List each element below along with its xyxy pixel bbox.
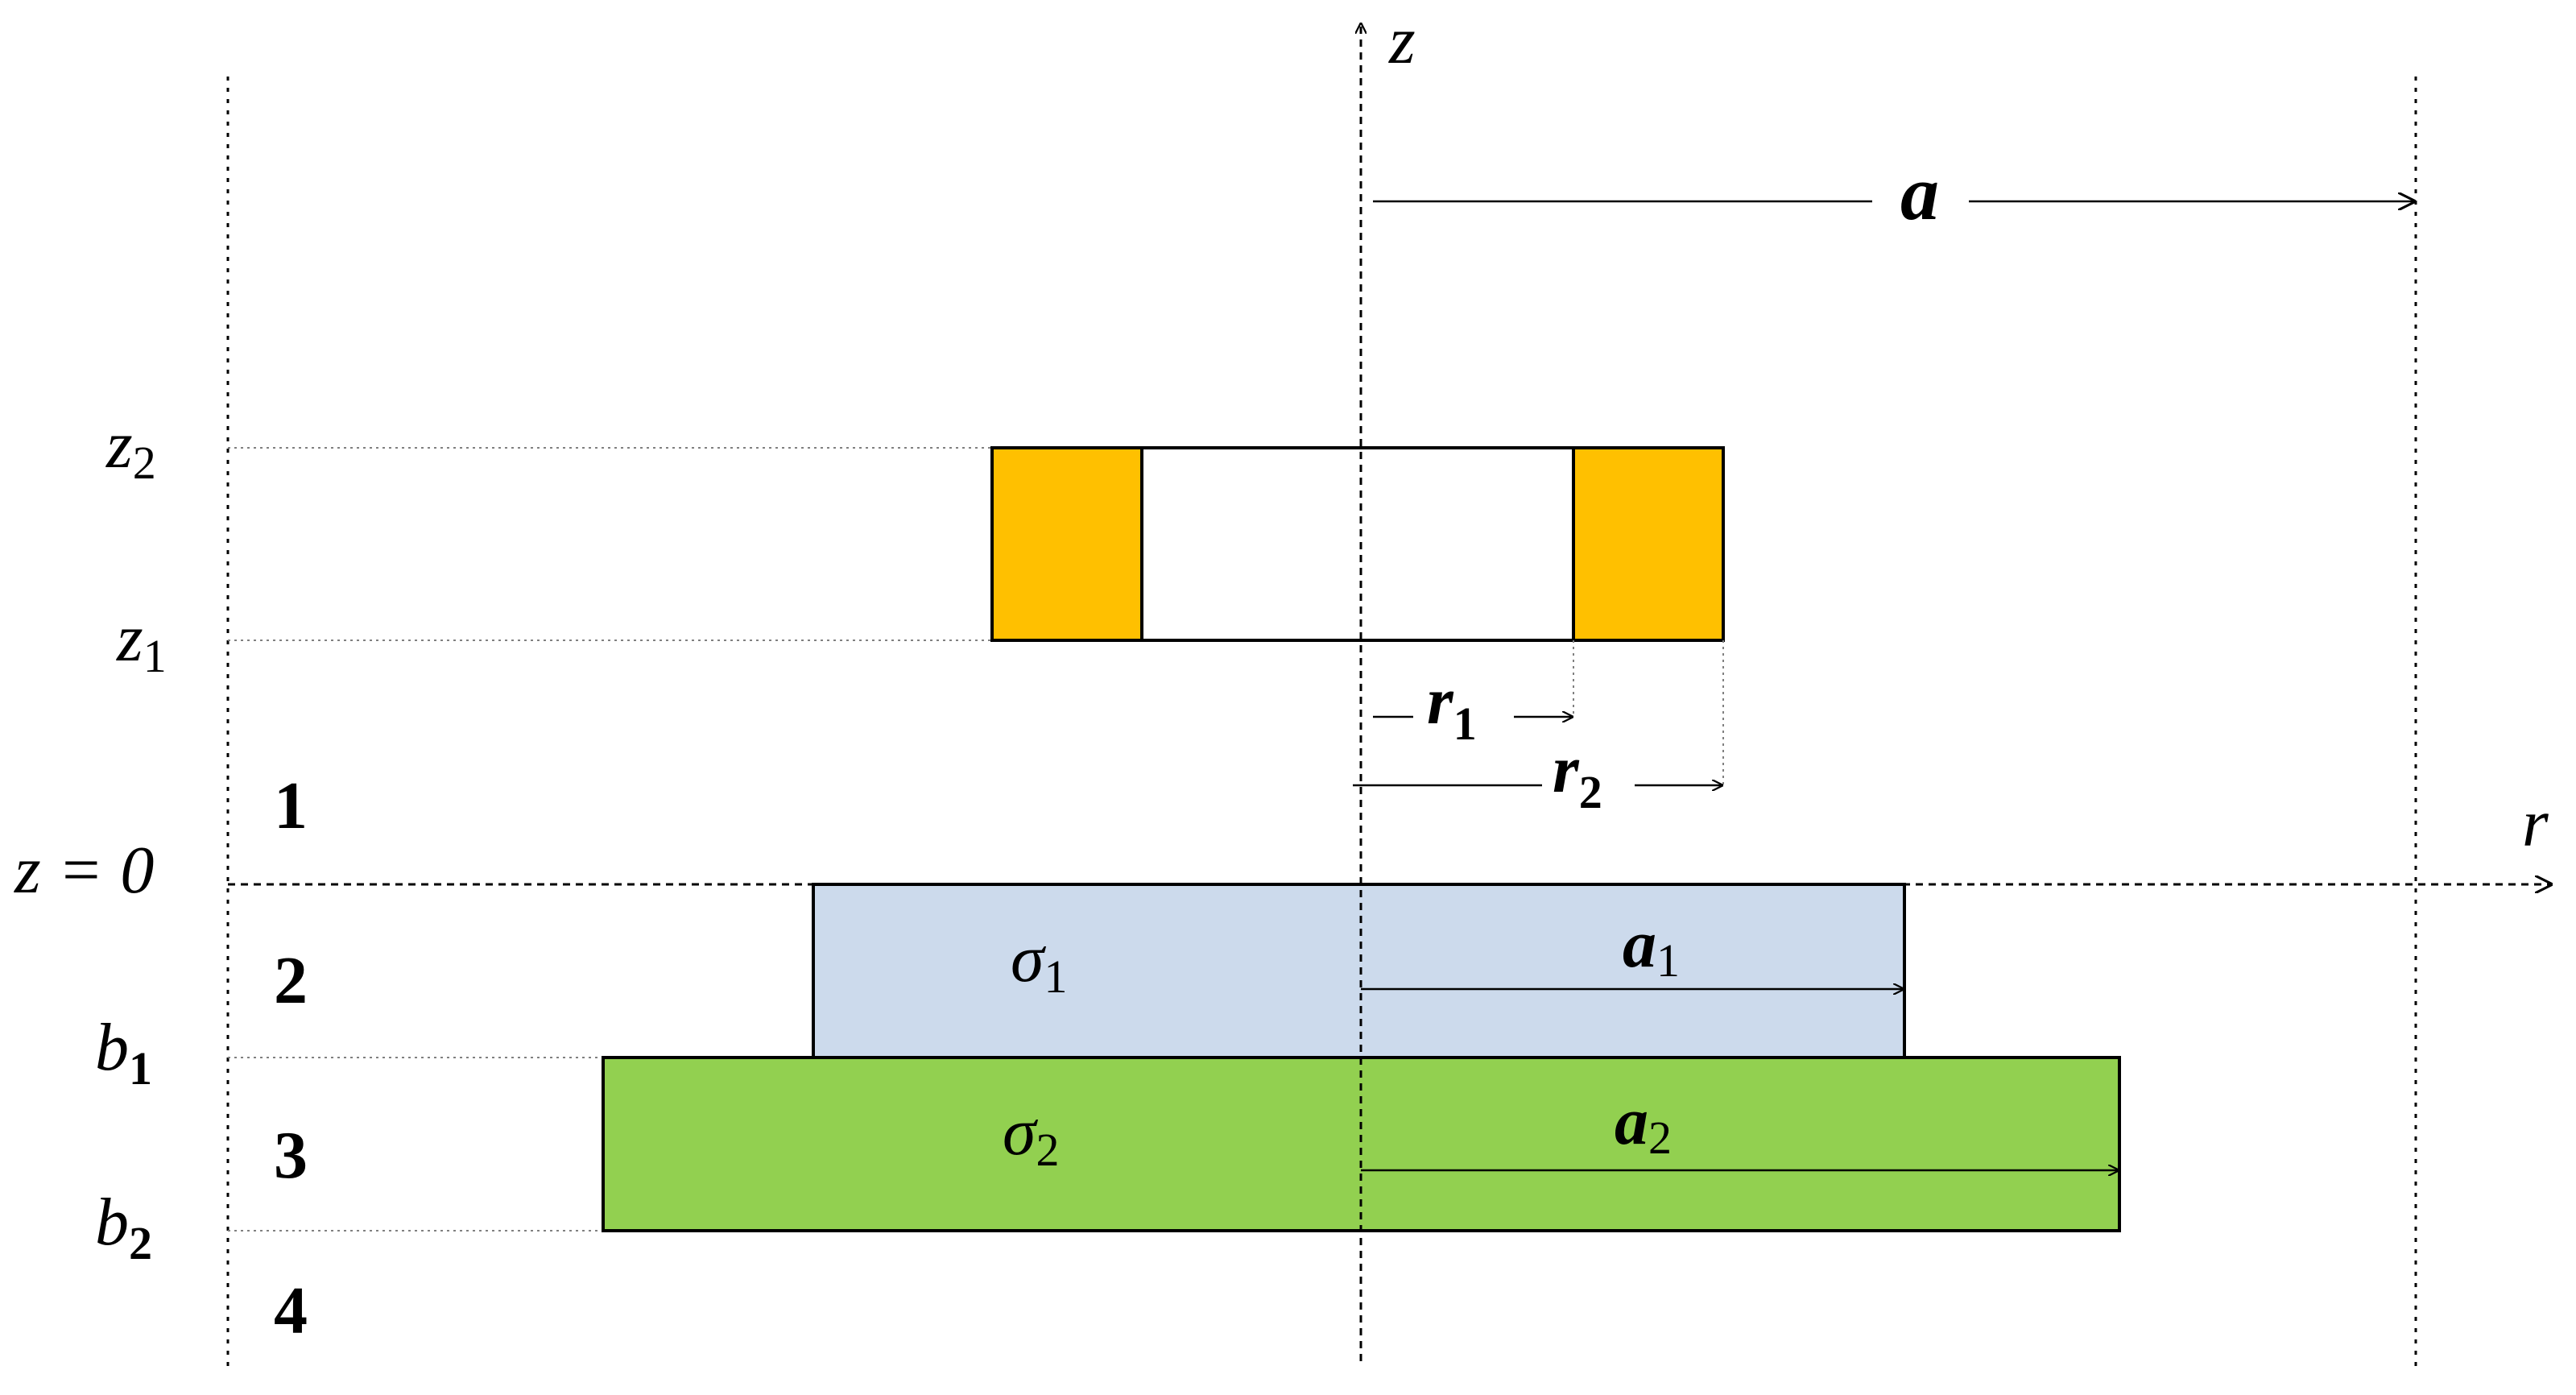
- z-axis-label: z: [1388, 3, 1416, 78]
- r1-label: r1: [1427, 664, 1477, 750]
- b1-label: b1: [95, 1010, 152, 1095]
- z0-label: z = 0: [14, 833, 154, 908]
- layer-1-rect: [812, 883, 1906, 1059]
- sigma1-label: σ1: [1011, 921, 1067, 1003]
- region-3-label: 3: [274, 1118, 308, 1193]
- r-axis-label: r: [2522, 786, 2549, 861]
- coil-right-winding: [1572, 446, 1725, 642]
- sigma2-label: σ2: [1003, 1095, 1059, 1176]
- r2-label: r2: [1553, 732, 1602, 818]
- z2-label: z2: [105, 408, 156, 489]
- coil-left-winding: [990, 446, 1143, 642]
- region-4-label: 4: [274, 1273, 308, 1348]
- a1-label: a1: [1623, 907, 1680, 987]
- z1-label: z1: [116, 601, 167, 682]
- a-label: a: [1900, 150, 1939, 236]
- b2-label: b2: [95, 1185, 152, 1269]
- region-1-label: 1: [274, 768, 308, 843]
- region-2-label: 2: [274, 943, 308, 1018]
- a2-label: a2: [1615, 1084, 1672, 1164]
